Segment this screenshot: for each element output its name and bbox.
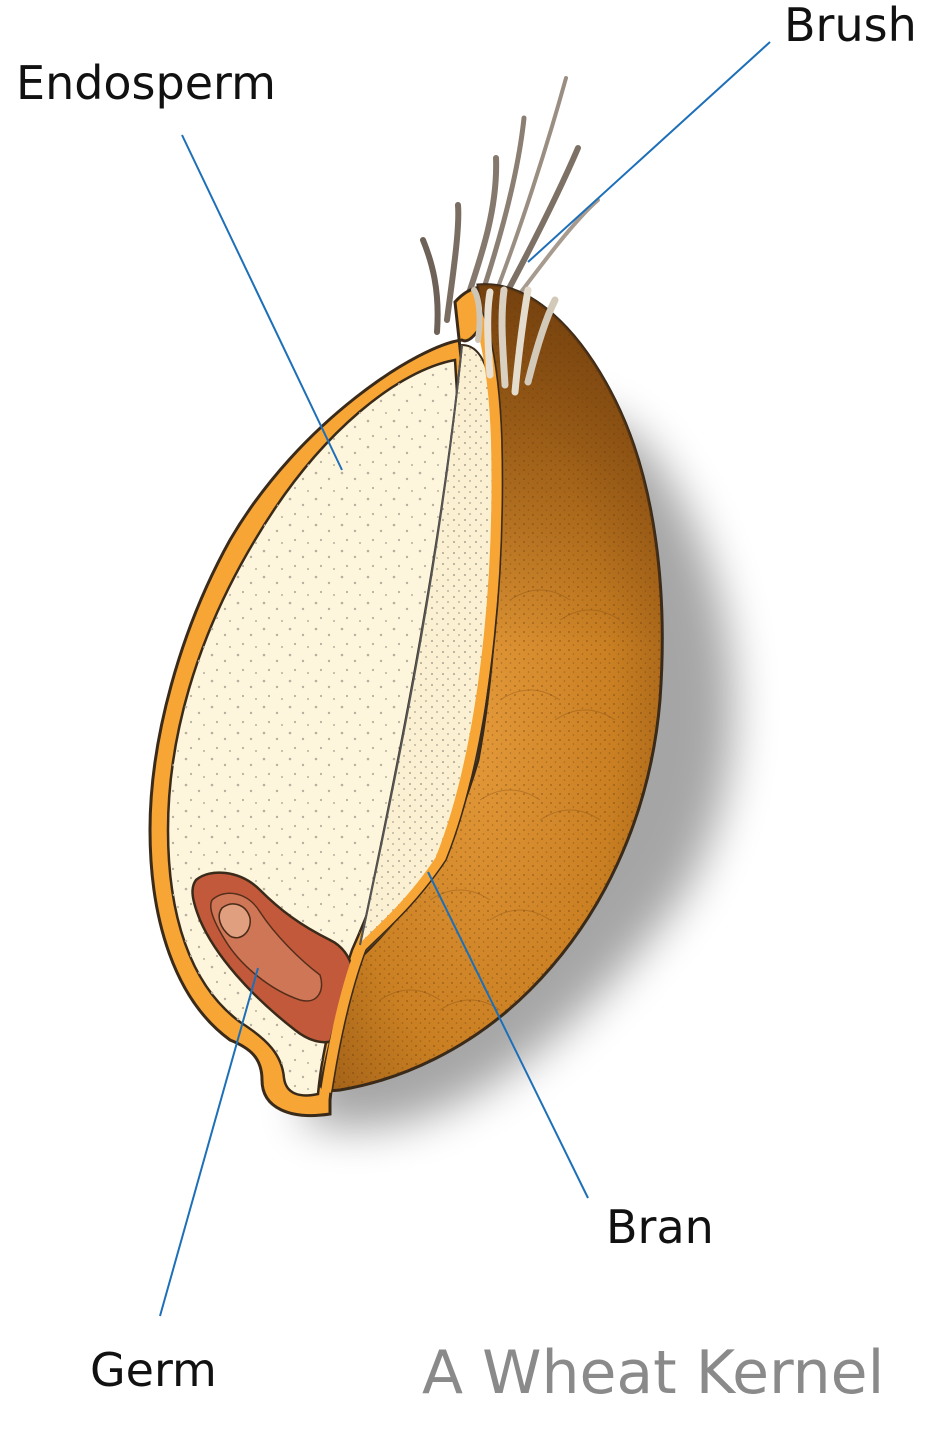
- endosperm-label: Endosperm: [16, 56, 276, 110]
- leader-lines: [159, 41, 771, 1317]
- brush-hairs-back: [420, 76, 600, 335]
- germ-label: Germ: [90, 1343, 217, 1397]
- bran-label: Bran: [606, 1200, 714, 1254]
- germ: [191, 871, 357, 1044]
- bran-shell: [319, 283, 664, 1093]
- leader-line-brush: [527, 41, 771, 263]
- leader-line-bran: [427, 871, 589, 1199]
- leader-line-endosperm: [181, 134, 343, 471]
- diagram-title: A Wheat Kernel: [422, 1338, 885, 1408]
- brush-label: Brush: [784, 0, 917, 52]
- leader-line-germ: [159, 967, 259, 1317]
- brush-hairs-front: [471, 286, 559, 396]
